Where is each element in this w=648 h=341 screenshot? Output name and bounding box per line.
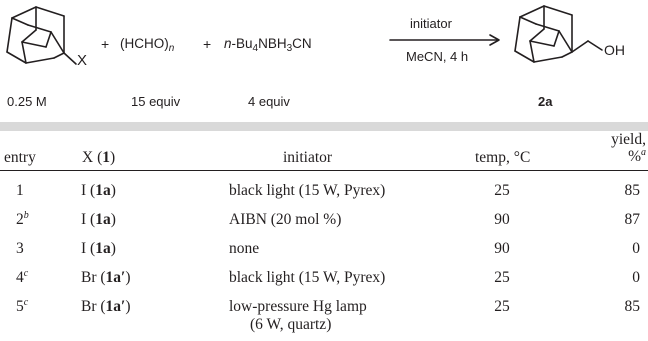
cell-initiator-line2: (6 W, quartz)	[250, 316, 332, 333]
cell-initiator: low-pressure Hg lamp	[229, 298, 367, 315]
header-temp: temp, °C	[475, 149, 531, 166]
product-adamantane-structure	[514, 5, 603, 63]
cell-yield: 85	[624, 182, 641, 199]
header-yield-line2: %a	[628, 147, 646, 166]
cell-entry: 1	[16, 182, 24, 199]
plus-sign-2: +	[203, 36, 212, 52]
reactant-substituent-x: X	[77, 52, 88, 69]
cell-x: Br (1a′)	[81, 298, 131, 315]
product-label: 2a	[538, 94, 553, 109]
arrow-label-conditions: MeCN, 4 h	[406, 49, 469, 64]
reagent-paraformaldehyde: (HCHO)n	[120, 36, 175, 54]
reagent-borohydride: n-Bu4NBH3CN	[224, 36, 312, 54]
cell-initiator: none	[229, 240, 260, 257]
arrow-label-initiator: initiator	[410, 16, 452, 31]
cell-entry: 5c	[16, 297, 29, 316]
header-initiator: initiator	[283, 149, 333, 166]
plus-sign-1: +	[101, 36, 110, 52]
paraformaldehyde-equiv: 15 equiv	[131, 94, 181, 109]
cell-temp: 90	[494, 240, 510, 257]
cell-initiator: AIBN (20 mol %)	[229, 211, 342, 228]
cell-yield: 0	[632, 240, 640, 257]
table-top-rule	[0, 122, 648, 131]
reaction-scheme: X + (HCHO)n + n-Bu4NBH3CN initiator MeCN…	[0, 0, 648, 118]
cell-entry: 2b	[16, 210, 29, 229]
cell-yield: 87	[624, 211, 641, 228]
table-header-rule	[0, 170, 648, 171]
cell-entry: 3	[16, 240, 24, 257]
header-x: X (1)	[82, 149, 116, 166]
product-hydroxyl: OH	[604, 42, 625, 58]
cell-entry: 4c	[16, 268, 29, 287]
cell-x: I (1a)	[81, 182, 116, 199]
reactant-adamantane-structure	[6, 6, 77, 65]
cell-x: Br (1a′)	[81, 269, 131, 286]
borohydride-equiv: 4 equiv	[248, 94, 290, 109]
cell-temp: 25	[494, 269, 510, 286]
cell-temp: 25	[494, 298, 510, 315]
cell-temp: 90	[494, 211, 510, 228]
cell-initiator: black light (15 W, Pyrex)	[229, 182, 386, 199]
reaction-arrow	[389, 34, 500, 46]
header-entry: entry	[4, 149, 36, 166]
cell-yield: 85	[624, 298, 641, 315]
scheme-structures	[6, 5, 603, 65]
cell-x: I (1a)	[81, 240, 116, 257]
header-yield-line1: yield,	[611, 131, 646, 148]
cell-x: I (1a)	[81, 211, 116, 228]
reactant-concentration: 0.25 M	[7, 94, 47, 109]
cell-yield: 0	[632, 269, 640, 286]
cell-initiator: black light (15 W, Pyrex)	[229, 269, 386, 286]
cell-temp: 25	[494, 182, 510, 199]
